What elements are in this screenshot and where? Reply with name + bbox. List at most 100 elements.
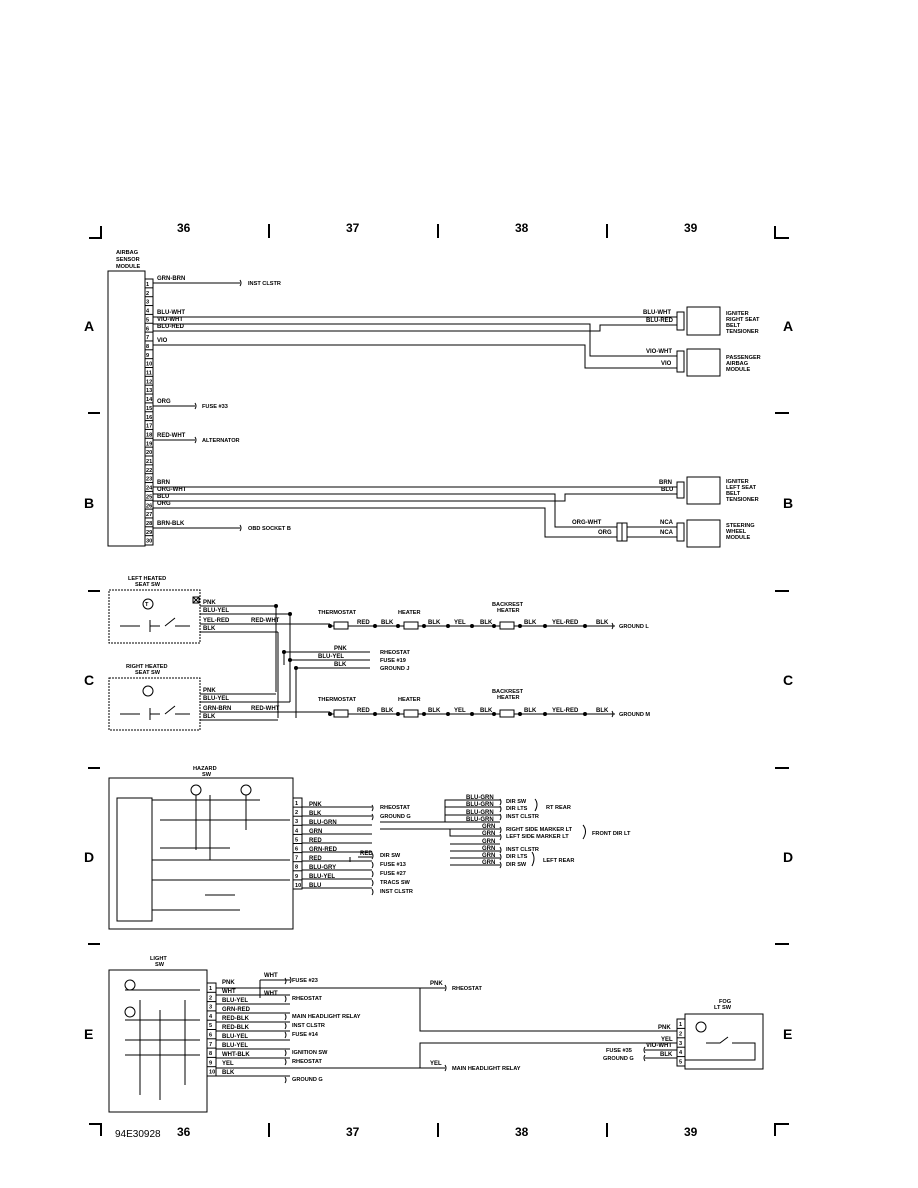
- hazard-pin-9: 9: [295, 874, 298, 880]
- airbag-pin-14: 14: [146, 397, 153, 403]
- light-pin-6: 6: [209, 1033, 212, 1039]
- ig-r-4: TENSIONER: [726, 329, 759, 335]
- grid-frame: 36 37 38 39 36 37 38 39 A B C D E A B C …: [84, 221, 793, 1140]
- light-wire-4: GRN-RED: [222, 1007, 251, 1013]
- wire-p26: BLU: [157, 494, 169, 500]
- hazard-dest-5: FUSE #27: [380, 871, 406, 877]
- hazard-right-dest-5: LEFT SIDE MARKER LT: [506, 834, 569, 840]
- hazard-wire-6: GRN-RED: [309, 847, 338, 853]
- pas-3: MODULE: [726, 367, 751, 373]
- hazard-right-dest-8: DIR SW: [506, 862, 527, 868]
- light-pin-4: 4: [209, 1014, 213, 1020]
- airbag-pin-12: 12: [146, 379, 152, 385]
- airbag-pin-24: 24: [146, 486, 153, 492]
- wire-p8: VIO: [157, 338, 168, 344]
- airbag-pin-28: 28: [146, 521, 152, 527]
- hazard-right-wire-6: GRN: [482, 831, 495, 837]
- r-backrest-2: HEATER: [497, 695, 520, 701]
- airbag-pin-7: 7: [146, 335, 149, 341]
- right-seat-title-2: SEAT SW: [135, 670, 161, 676]
- wire-p1: GRN-BRN: [157, 276, 185, 282]
- hazard-title-1: HAZARD: [193, 766, 217, 772]
- airbag-pin-29: 29: [146, 530, 152, 536]
- fog-blk: BLK: [660, 1052, 673, 1058]
- row-d-left: D: [84, 849, 94, 865]
- col-38-top: 38: [515, 221, 529, 235]
- r-vio-wht: VIO-WHT: [646, 349, 672, 355]
- wire-p25: ORG-WHT: [157, 487, 187, 493]
- light-pin-8: 8: [209, 1051, 212, 1057]
- lc-red: RED: [357, 620, 370, 626]
- rc-blk-3: BLK: [480, 708, 493, 714]
- fog-title-1: FOG: [719, 999, 731, 1005]
- l-heater: HEATER: [398, 610, 421, 616]
- lsw-blu-yel: BLU-YEL: [203, 608, 229, 614]
- airbag-pin-9: 9: [146, 353, 149, 359]
- airbag-wires: GRN-BRN INST CLSTR BLU-WHT VIO-WHT BLU-R…: [153, 276, 761, 548]
- airbag-pin-20: 20: [146, 450, 152, 456]
- light-pin-10: 10: [209, 1070, 215, 1076]
- lsw-yel-red: YEL-RED: [203, 618, 230, 624]
- l-wht-lower: WHT: [264, 991, 278, 997]
- airbag-pin-23: 23: [146, 477, 152, 483]
- fog-yel: YEL: [661, 1037, 673, 1043]
- col-39-bottom: 39: [684, 1125, 698, 1139]
- lsw-red-wht: RED-WHT: [251, 618, 280, 624]
- mid-fuse-19: FUSE #19: [380, 658, 406, 664]
- hazard-pin-5: 5: [295, 837, 298, 843]
- lc-blk-5: BLK: [596, 620, 609, 626]
- hazard-pin-1: 1: [295, 801, 298, 807]
- r-thermostat: THERMOSTAT: [318, 697, 357, 703]
- row-a-left: A: [84, 318, 94, 334]
- light-wire-2: WHT: [222, 989, 236, 995]
- hazard-right-dest-3: INST CLSTR: [506, 814, 539, 820]
- l-thermostat: THERMOSTAT: [318, 610, 357, 616]
- rc-blk-5: BLK: [596, 708, 609, 714]
- rc-red: RED: [357, 708, 370, 714]
- stw-2: WHEEL: [726, 529, 747, 535]
- row-c-right: C: [783, 672, 793, 688]
- l-pnk-dest: RHEOSTAT: [452, 986, 483, 992]
- airbag-pin-18: 18: [146, 432, 152, 438]
- light-dest-7: RHEOSTAT: [292, 1059, 323, 1065]
- rsw-blu-yel: BLU-YEL: [203, 696, 229, 702]
- row-d-right: D: [783, 849, 793, 865]
- airbag-label-2: SENSOR: [116, 257, 140, 263]
- airbag-label-3: MODULE: [116, 264, 141, 270]
- pas-1: PASSENGER: [726, 355, 761, 361]
- light-title-2: SW: [155, 962, 165, 968]
- rc-yel: YEL: [454, 708, 466, 714]
- hazard-wire-7: RED: [309, 856, 322, 862]
- dest-inst-clstr: INST CLSTR: [248, 281, 281, 287]
- l-pnk: PNK: [430, 981, 443, 987]
- fog-pin-5: 5: [679, 1060, 682, 1066]
- light-pin-2: 2: [209, 995, 212, 1001]
- airbag-pin-30: 30: [146, 539, 152, 545]
- hazard-right-dest-4: RIGHT SIDE MARKER LT: [506, 827, 573, 833]
- lc-blk-4: BLK: [524, 620, 537, 626]
- airbag-pin-17: 17: [146, 424, 152, 430]
- fog-vio-wht: VIO-WHT: [646, 1043, 672, 1049]
- hazard-wire-2: BLK: [309, 811, 322, 817]
- ig-l-1: IGNITER: [726, 479, 749, 485]
- rsw-pnk: PNK: [203, 688, 216, 694]
- wire-p27: ORG: [157, 501, 171, 507]
- r-blu-red: BLU-RED: [646, 318, 674, 324]
- light-pin-3: 3: [209, 1005, 212, 1011]
- grp-left-rear: LEFT REAR: [543, 858, 574, 864]
- hazard-right-wire-2: BLU-GRN: [466, 802, 494, 808]
- mid-blu-yel: BLU-YEL: [318, 654, 344, 660]
- hazard-wire-10: BLU: [309, 883, 321, 889]
- hazard-wire-9: BLU-YEL: [309, 874, 335, 880]
- rsw-red-wht: RED-WHT: [251, 706, 280, 712]
- airbag-pin-25: 25: [146, 494, 152, 500]
- figure-id: 94E30928: [115, 1129, 161, 1140]
- light-title-1: LIGHT: [150, 956, 167, 962]
- r-blu-wht: BLU-WHT: [643, 310, 671, 316]
- airbag-pin-8: 8: [146, 344, 149, 350]
- rc-blk-4: BLK: [524, 708, 537, 714]
- l-yel-dest: MAIN HEADLIGHT RELAY: [452, 1066, 521, 1072]
- hazard-right-dest-1: DIR SW: [506, 799, 527, 805]
